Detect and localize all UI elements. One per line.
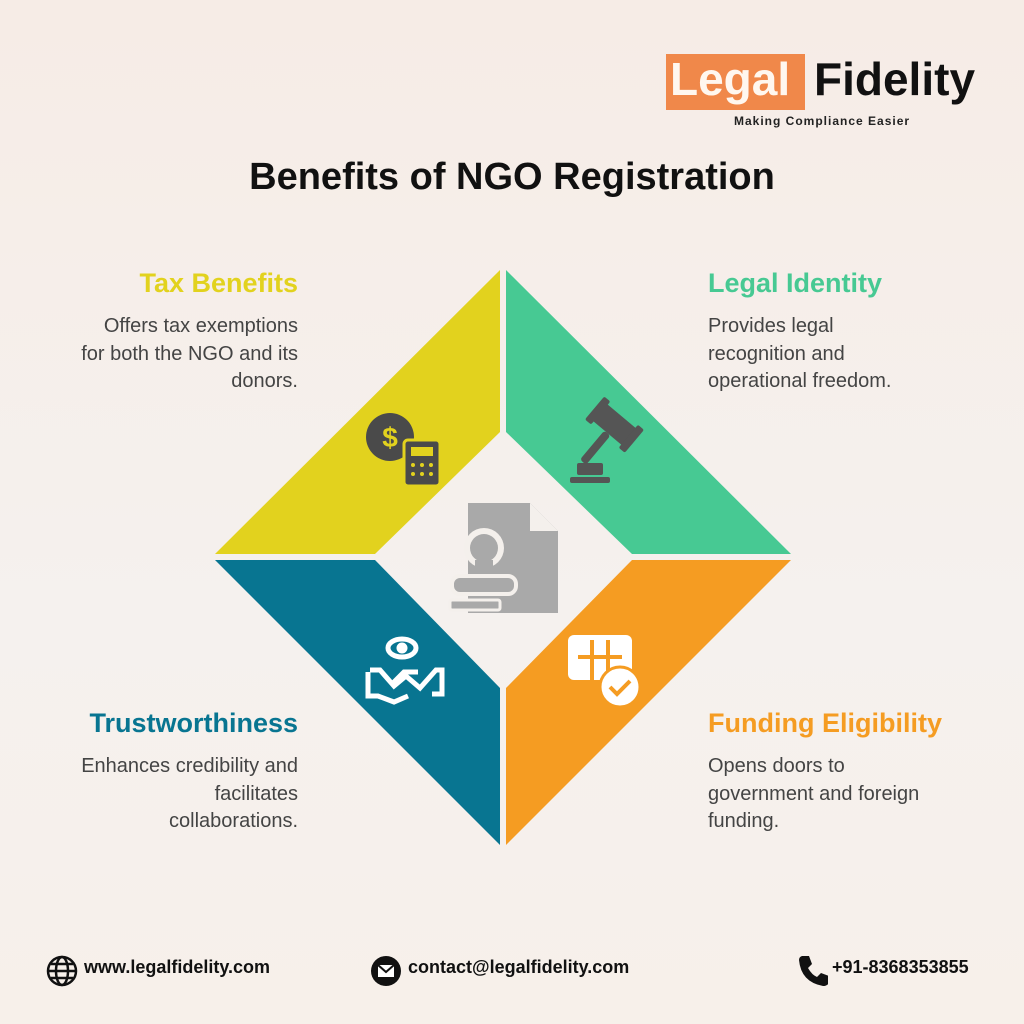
benefit-text: collaborations. [169, 810, 298, 832]
phone-icon [799, 956, 828, 986]
logo-tagline: Making Compliance Easier [734, 114, 911, 128]
benefit-trust: Trustworthiness Enhances credibility and… [30, 708, 298, 836]
logo-box [666, 54, 805, 110]
email-icon [371, 956, 401, 986]
benefit-text: for both the NGO and its [81, 342, 298, 365]
benefit-text: Provides legal [708, 315, 834, 337]
globe-icon [46, 955, 78, 987]
benefit-text: donors. [231, 370, 298, 392]
logo-legal: Legal [670, 53, 791, 105]
phone-link[interactable]: +91-8368353855 [832, 957, 969, 977]
svg-text:$: $ [382, 422, 398, 453]
treasure-check-icon [568, 635, 642, 709]
benefit-text: Enhances credibility and [81, 755, 298, 777]
benefit-text: operational freedom. [708, 370, 892, 392]
tax-calculator-icon: $ [366, 413, 442, 488]
email-link[interactable]: contact@legalfidelity.com [408, 957, 630, 977]
trust-quadrant [215, 560, 500, 845]
benefit-text: funding. [708, 810, 780, 832]
benefit-text: government and foreign [708, 782, 920, 805]
document-stamp-icon [448, 503, 558, 613]
benefit-title: Tax Benefits [139, 268, 298, 298]
benefit-text: recognition and [708, 342, 845, 365]
benefit-text: Opens doors to [708, 755, 845, 777]
benefit-legal: Legal Identity Provides legal recognitio… [708, 268, 998, 396]
logo-fidelity: Fidelity [814, 53, 976, 105]
benefit-tax: Tax Benefits Offers tax exemptions for b… [40, 268, 298, 396]
website-link[interactable]: www.legalfidelity.com [84, 957, 271, 977]
page-title: Benefits of NGO Registration [249, 156, 775, 198]
benefit-funding: Funding Eligibility Opens doors to gover… [708, 708, 1008, 836]
benefit-text: facilitates [214, 782, 298, 805]
benefit-text: Offers tax exemptions [103, 315, 298, 337]
benefit-title: Legal Identity [708, 268, 883, 298]
benefit-title: Trustworthiness [89, 708, 298, 738]
handshake-eye-icon [365, 636, 445, 705]
funding-quadrant [506, 560, 791, 845]
gavel-icon [570, 397, 644, 483]
benefit-title: Funding Eligibility [708, 708, 942, 738]
